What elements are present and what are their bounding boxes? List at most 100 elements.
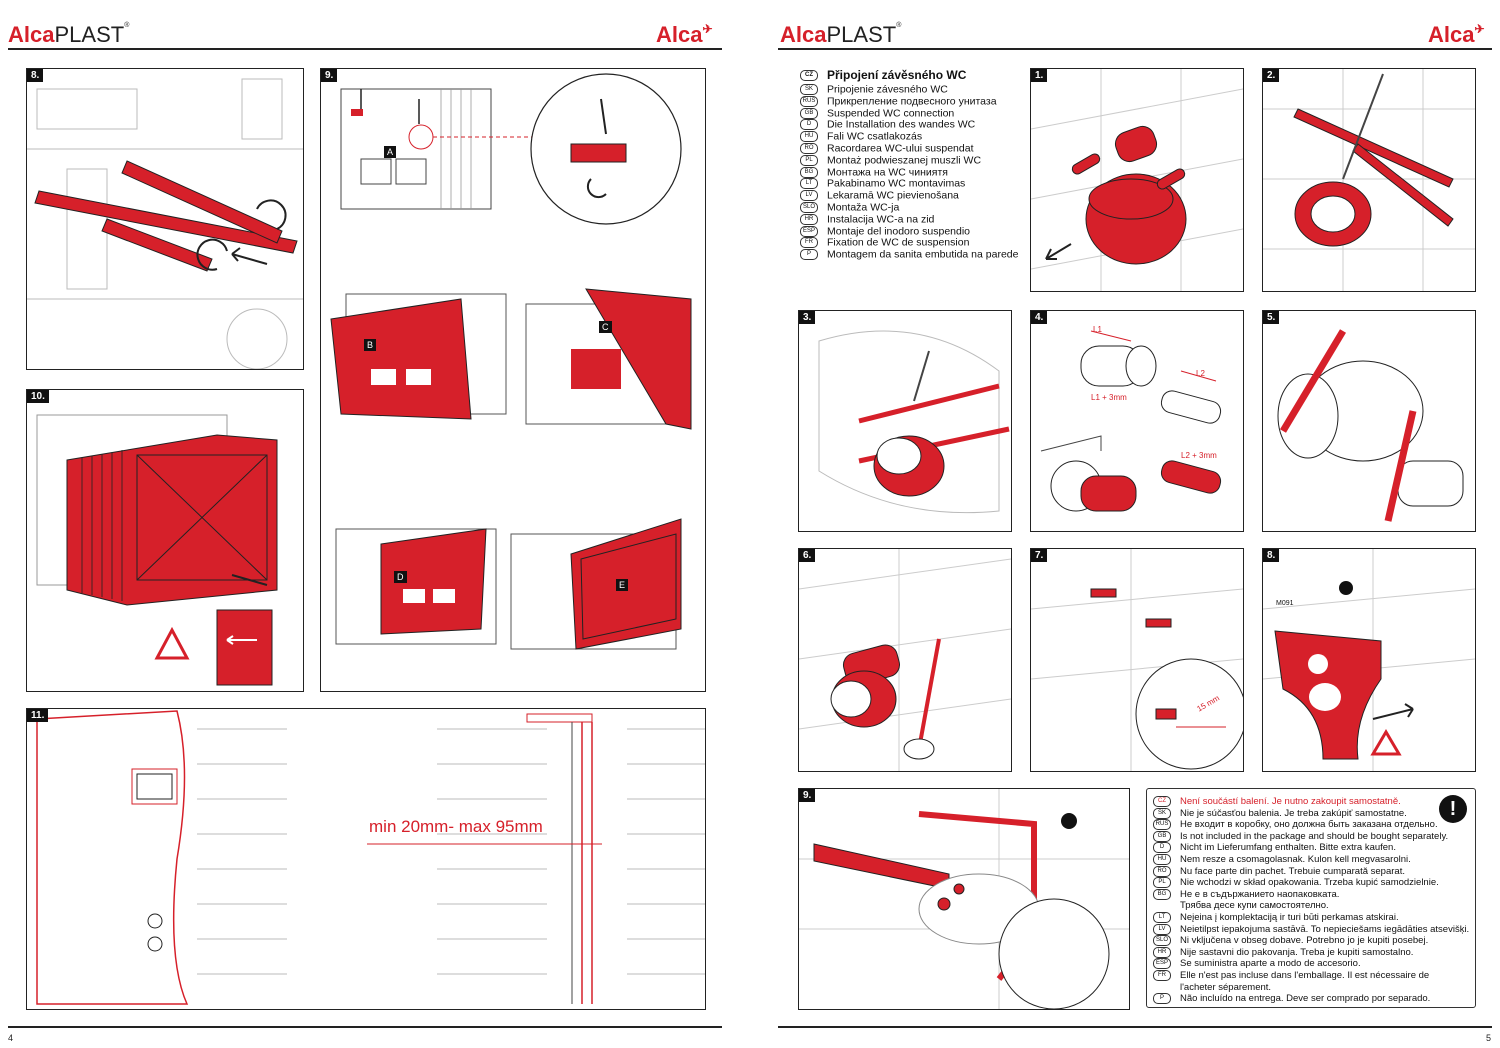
panel-r5-illustration (1277, 329, 1464, 522)
left-logo-reg: ® (124, 22, 130, 29)
lang-text: Pripojenie závesného WC (827, 83, 948, 96)
lang-code: FR (1153, 970, 1171, 981)
lang-code: LV (800, 190, 818, 202)
part-code: M091 (1276, 600, 1294, 607)
dim-l2-plus: L2 + 3mm (1181, 451, 1217, 460)
panel-number: 2. (1263, 69, 1280, 82)
language-item: SLO Montaža WC-ja (800, 201, 900, 214)
lang-code: SLO (1153, 935, 1171, 947)
panel-number: 8. (27, 69, 44, 82)
panel-r4-illustration (1040, 330, 1222, 512)
right-footer-rule (778, 1026, 1492, 1028)
panel-number: 9. (321, 69, 338, 82)
lang-text: Монтажа на WC чиниятя (827, 165, 948, 178)
right-logo-alca: Alca (780, 22, 827, 47)
left-page-number: 4 (8, 1033, 14, 1043)
lang-text: Die Installation des wandes WC (827, 118, 976, 131)
panel-r9-illustration (799, 789, 1129, 1009)
left-header-rule (8, 48, 722, 50)
left-brand-mark: Alca✈ (656, 22, 713, 48)
exclamation-icon: ! (1439, 795, 1467, 823)
notice-text: Elle n'est pas incluse dans l'emballage.… (1180, 970, 1430, 982)
panel-r7-illustration (1031, 549, 1243, 771)
panel-number: 4. (1031, 311, 1048, 324)
lang-code: GB (1153, 830, 1171, 842)
panel-r2-illustration (1263, 69, 1475, 291)
language-item: SK Pripojenie závesného WC (800, 83, 948, 96)
lang-text: Racordarea WC-ului suspendat (827, 142, 974, 155)
panel-10: 10. (26, 389, 304, 692)
notice-text: Is not included in the package and shoul… (1180, 830, 1449, 842)
lang-code: P (1153, 993, 1171, 1005)
panel-10-illustration (36, 414, 278, 686)
dimension-text: min 20mm- max 95mm (369, 817, 543, 836)
left-brand-text: Alca (656, 22, 703, 47)
panel-number: 3. (799, 311, 816, 324)
panel-r7: 7. 15 mm (1030, 548, 1244, 772)
label-b: B (364, 339, 377, 351)
panel-r3: 3. (798, 310, 1012, 532)
lang-code: LT (800, 178, 818, 190)
lang-text: Montaje del inodoro suspendio (827, 224, 971, 237)
lang-code: BG (1153, 888, 1171, 900)
label-d: D (394, 571, 407, 583)
notice-item: Трябва десе купи самостоятелно. (1153, 900, 1329, 912)
lang-code: FR (800, 237, 818, 249)
notice-item: l'acheter séparement. (1153, 982, 1271, 994)
notice-text: l'acheter séparement. (1180, 981, 1272, 993)
lang-code: RUS (800, 95, 818, 107)
lang-text: Montaža WC-ja (827, 201, 900, 214)
panel-r3-illustration (818, 330, 1010, 514)
notice-item: FR Elle n'est pas incluse dans l'emballag… (1153, 970, 1429, 982)
bird-icon: ✈ (1474, 22, 1485, 36)
lang-code: BG (800, 166, 818, 178)
right-logo-reg: ® (896, 22, 902, 29)
panel-number: 9. (799, 789, 816, 802)
panel-9: 9. A B C D E (320, 68, 706, 692)
right-page-number: 5 (1486, 1033, 1492, 1043)
notice-text: Nije sastavni dio pakovanja. Treba je ku… (1180, 946, 1414, 958)
left-footer-rule (8, 1026, 722, 1028)
right-logo-plast: PLAST (826, 22, 897, 47)
lang-code: ESP (1153, 958, 1171, 970)
panel-r9: 9. (798, 788, 1130, 1010)
right-brand-text: Alca (1428, 22, 1475, 47)
lang-text: Fali WC csatlakozás (827, 130, 923, 143)
notice-text: Nu face parte din pachet. Trebuie cumpar… (1180, 865, 1405, 877)
label-a: A (384, 146, 397, 158)
label-e: E (616, 579, 629, 591)
lang-code: D (1153, 842, 1171, 854)
panel-r1: 1. (1030, 68, 1244, 292)
lang-code: HR (1153, 946, 1171, 958)
notice-text: Nie wchodzi w skład opakowania. Trzeba k… (1180, 877, 1439, 889)
lang-code: HR (800, 213, 818, 225)
lang-code: GB (800, 107, 818, 119)
lang-code: SLO (800, 202, 818, 213)
lang-code: LV (1153, 923, 1171, 935)
panel-r6-illustration (799, 549, 1011, 771)
lang-code: LT (1153, 912, 1171, 923)
panel-number: 7. (1031, 549, 1048, 562)
lang-text: Montaż podwieszanej muszli WC (827, 154, 982, 167)
lang-code: HU (800, 131, 818, 143)
right-logo: AlcaPLAST® (780, 22, 901, 48)
panel-r5: 5. (1262, 310, 1476, 532)
bird-icon: ✈ (702, 22, 713, 36)
panel-11: 11. min 20mm- max 95mm (26, 708, 706, 1010)
notice-text: Neietilpst iepakojuma sastāvā. To nepiec… (1180, 923, 1470, 935)
language-item: HU Fali WC csatlakozás (800, 131, 922, 143)
lang-code: SK (800, 84, 818, 95)
right-header-rule (778, 48, 1492, 50)
